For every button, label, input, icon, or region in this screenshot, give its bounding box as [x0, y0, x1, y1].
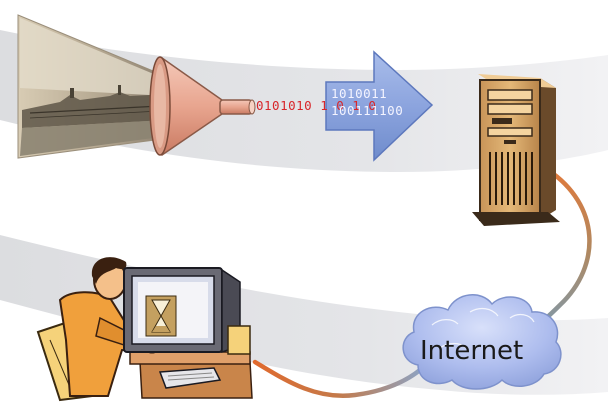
scan-stream-bits: 0101010 1 0 1 0 [256, 98, 377, 113]
arrow-bits-line-2: 100111100 [331, 103, 404, 118]
internet-label: Internet [420, 336, 524, 366]
arrow-bits-line-1: 1010011 [331, 86, 388, 101]
computer-to-internet-line [252, 359, 423, 399]
